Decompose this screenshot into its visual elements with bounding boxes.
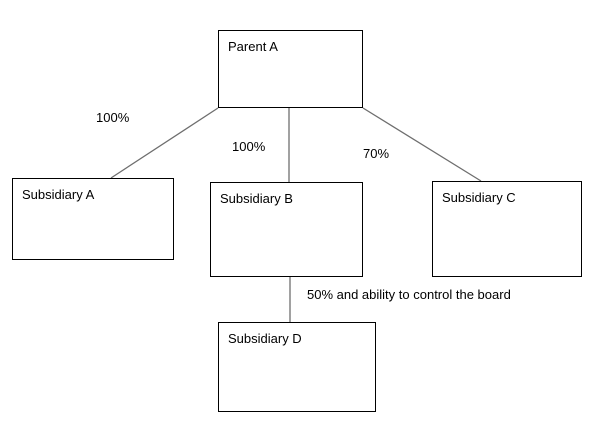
node-subsidiary-c: Subsidiary C: [432, 181, 582, 277]
node-subsidiary-d-label: Subsidiary D: [228, 331, 302, 346]
edge-label-parent-a-to-subsidiary-c: 70%: [363, 146, 390, 161]
node-parent-a: Parent A: [218, 30, 363, 108]
node-subsidiary-b-label: Subsidiary B: [220, 191, 293, 206]
edge-label-subsidiary-b-to-subsidiary-d: 50% and ability to control the board: [307, 287, 511, 302]
edge-label-parent-a-to-subsidiary-b: 100%: [232, 139, 266, 154]
edge-label-parent-a-to-subsidiary-a: 100%: [96, 110, 130, 125]
node-subsidiary-d: Subsidiary D: [218, 322, 376, 412]
edge-parent-a-to-subsidiary-a: [110, 107, 219, 179]
node-parent-a-label: Parent A: [228, 39, 278, 54]
node-subsidiary-b: Subsidiary B: [210, 182, 363, 277]
node-subsidiary-c-label: Subsidiary C: [442, 190, 516, 205]
node-subsidiary-a: Subsidiary A: [12, 178, 174, 260]
edge-parent-a-to-subsidiary-c: [362, 107, 482, 182]
node-subsidiary-a-label: Subsidiary A: [22, 187, 95, 202]
